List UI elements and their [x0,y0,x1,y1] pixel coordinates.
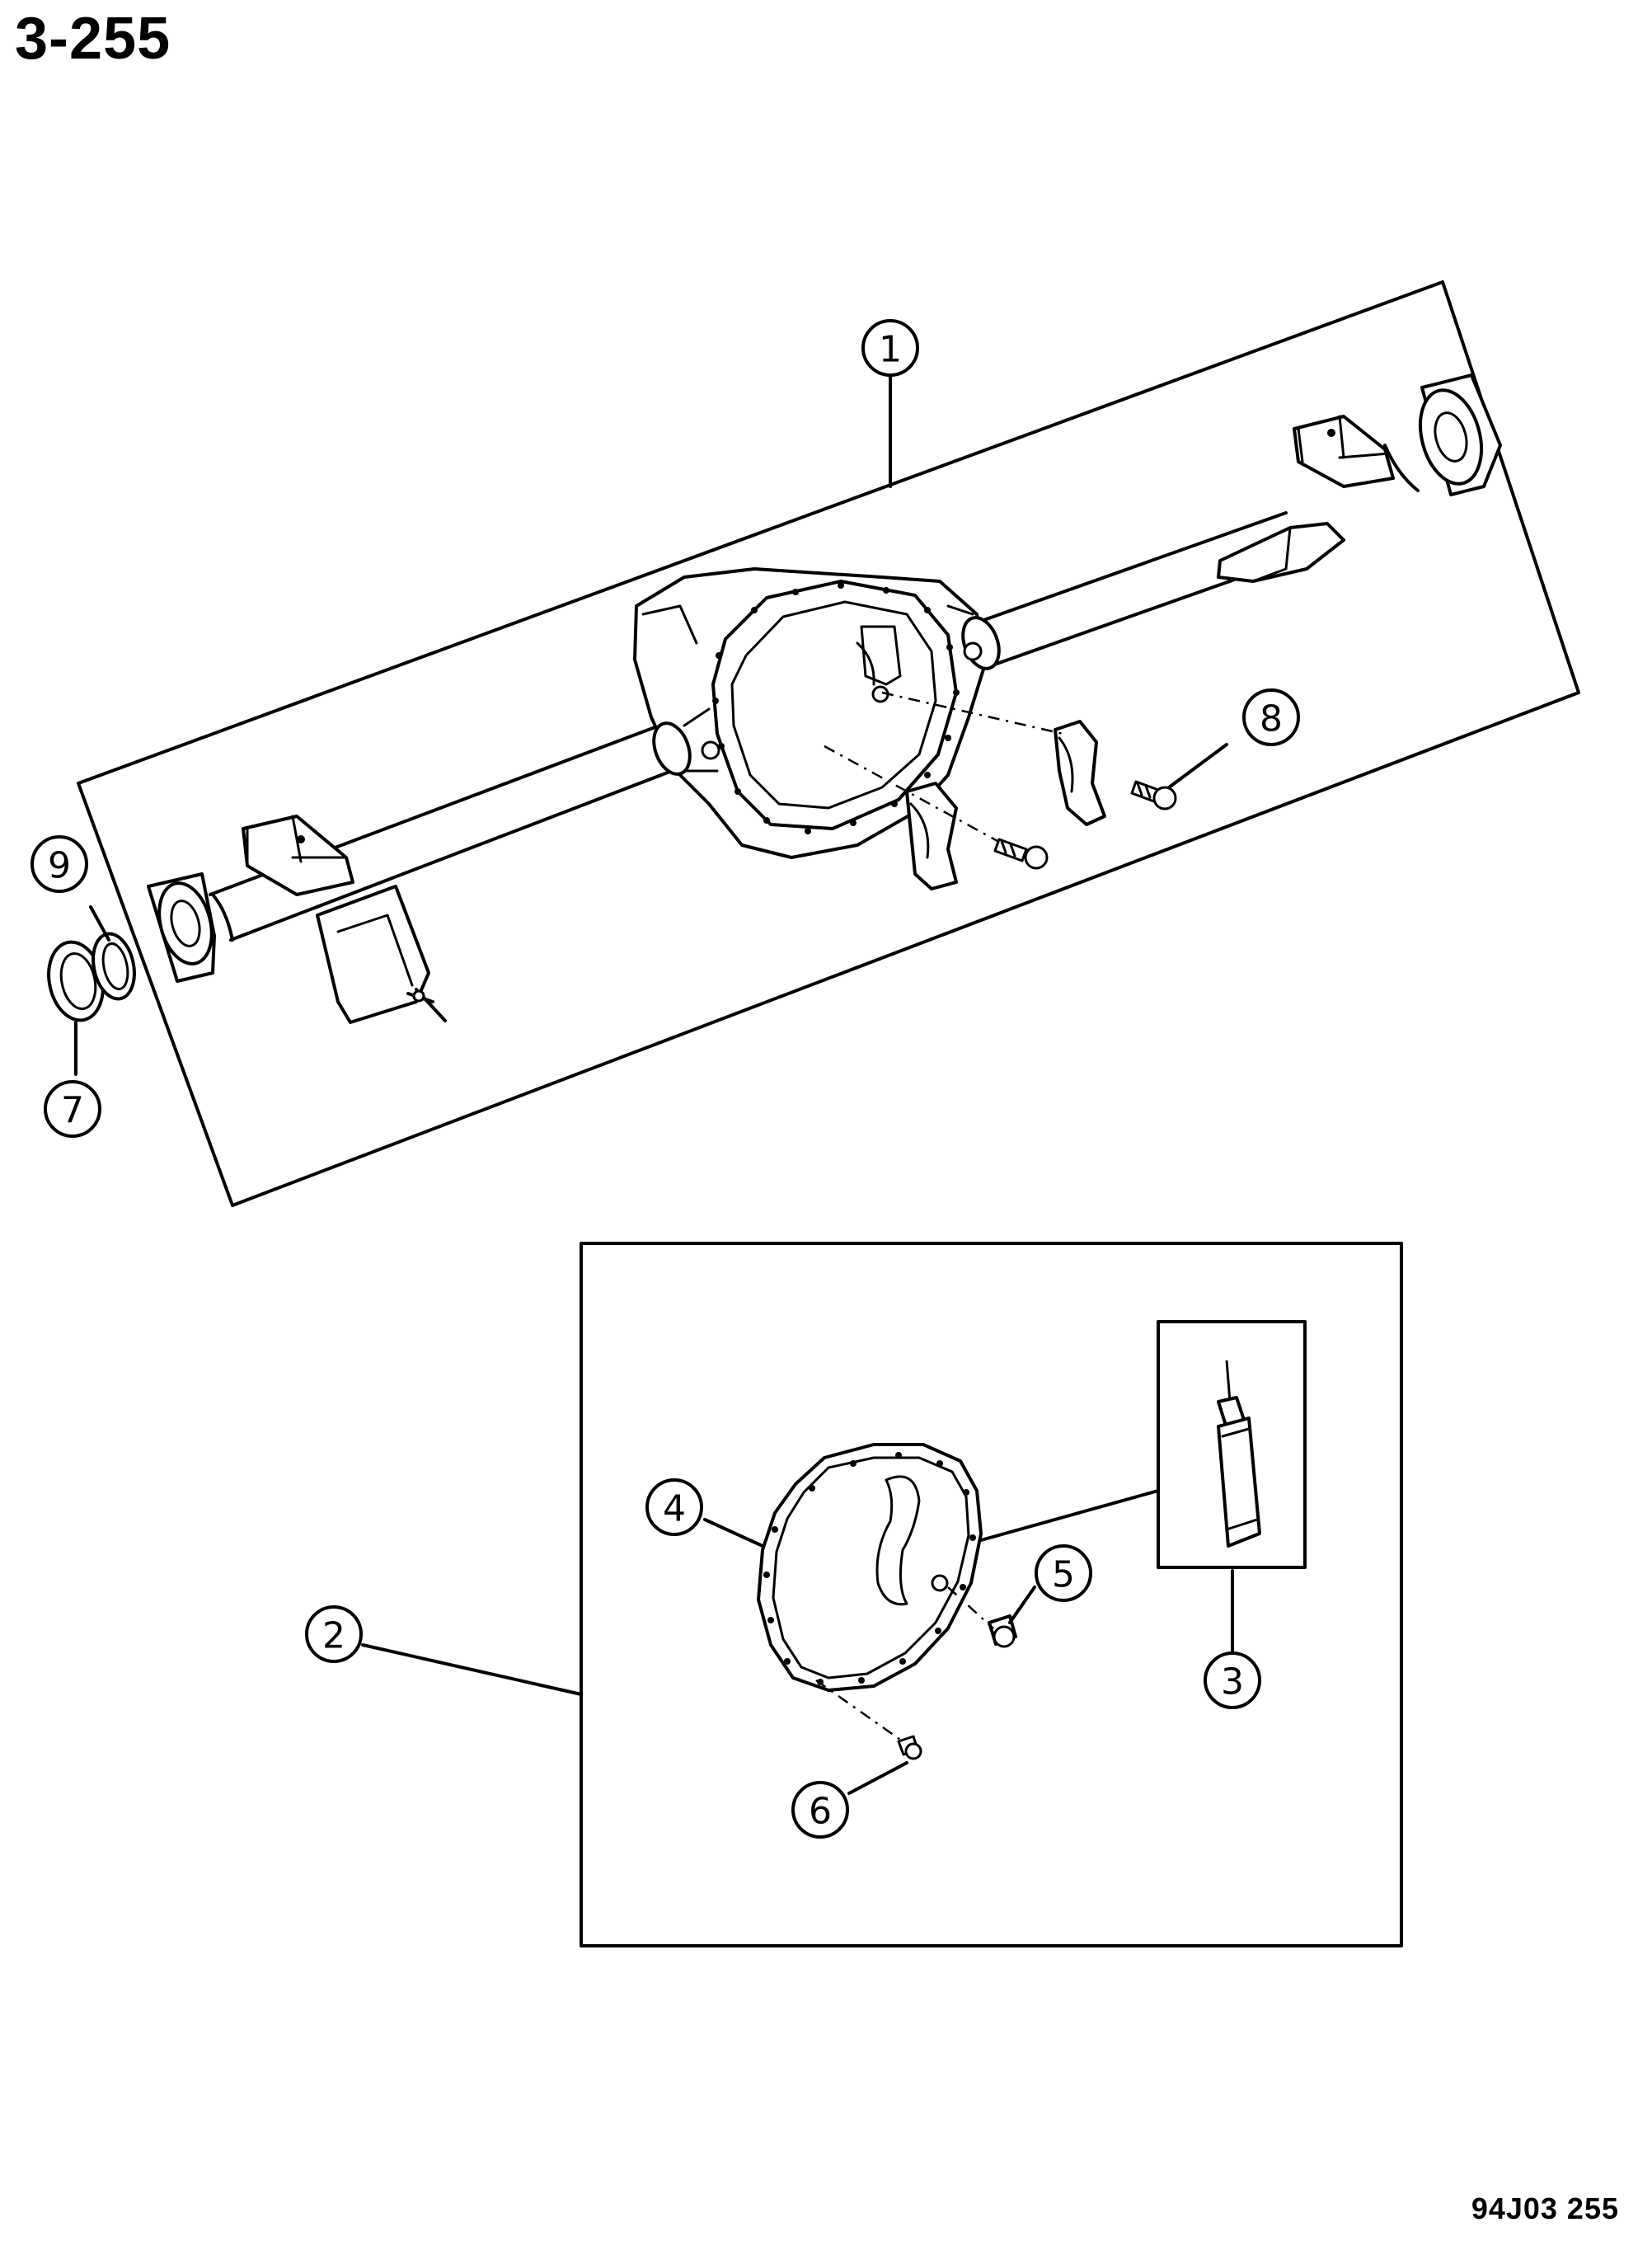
callout-5: 5 [1035,1544,1092,1602]
callout-8: 8 [1242,688,1300,746]
bearing-cap-bolt-lower [993,838,1028,862]
callout-3: 3 [1204,1651,1261,1709]
axle-assembly-frame [77,280,1580,1207]
svg-text:8: 8 [1260,698,1283,740]
svg-text:5: 5 [1052,1554,1075,1596]
callout-4: 4 [645,1478,703,1536]
callout-9: 9 [31,835,88,893]
svg-text:4: 4 [663,1488,686,1530]
page-title: 3-255 [15,6,171,72]
callout-7: 7 [44,1080,101,1138]
sealant-tube [1217,1360,1261,1548]
svg-text:6: 6 [809,1791,832,1833]
cover-kit-frame [580,1242,1403,1947]
cover-bolt [897,1735,922,1760]
bearing-cap-lower [905,782,958,890]
differential-cover [757,1443,983,1692]
callout-2: 2 [305,1605,363,1663]
svg-text:3: 3 [1221,1661,1244,1703]
callout-1: 1 [861,319,919,377]
svg-text:7: 7 [61,1090,84,1132]
bearing-cap-upper [1054,720,1106,826]
figure-code: 94J03 255 [1471,2192,1619,2225]
rear-axle-housing [147,374,1502,1024]
svg-text:2: 2 [322,1615,345,1657]
svg-text:9: 9 [48,845,71,887]
svg-text:1: 1 [879,329,902,371]
sealant-frame [1157,1320,1307,1569]
callout-6: 6 [791,1781,849,1839]
